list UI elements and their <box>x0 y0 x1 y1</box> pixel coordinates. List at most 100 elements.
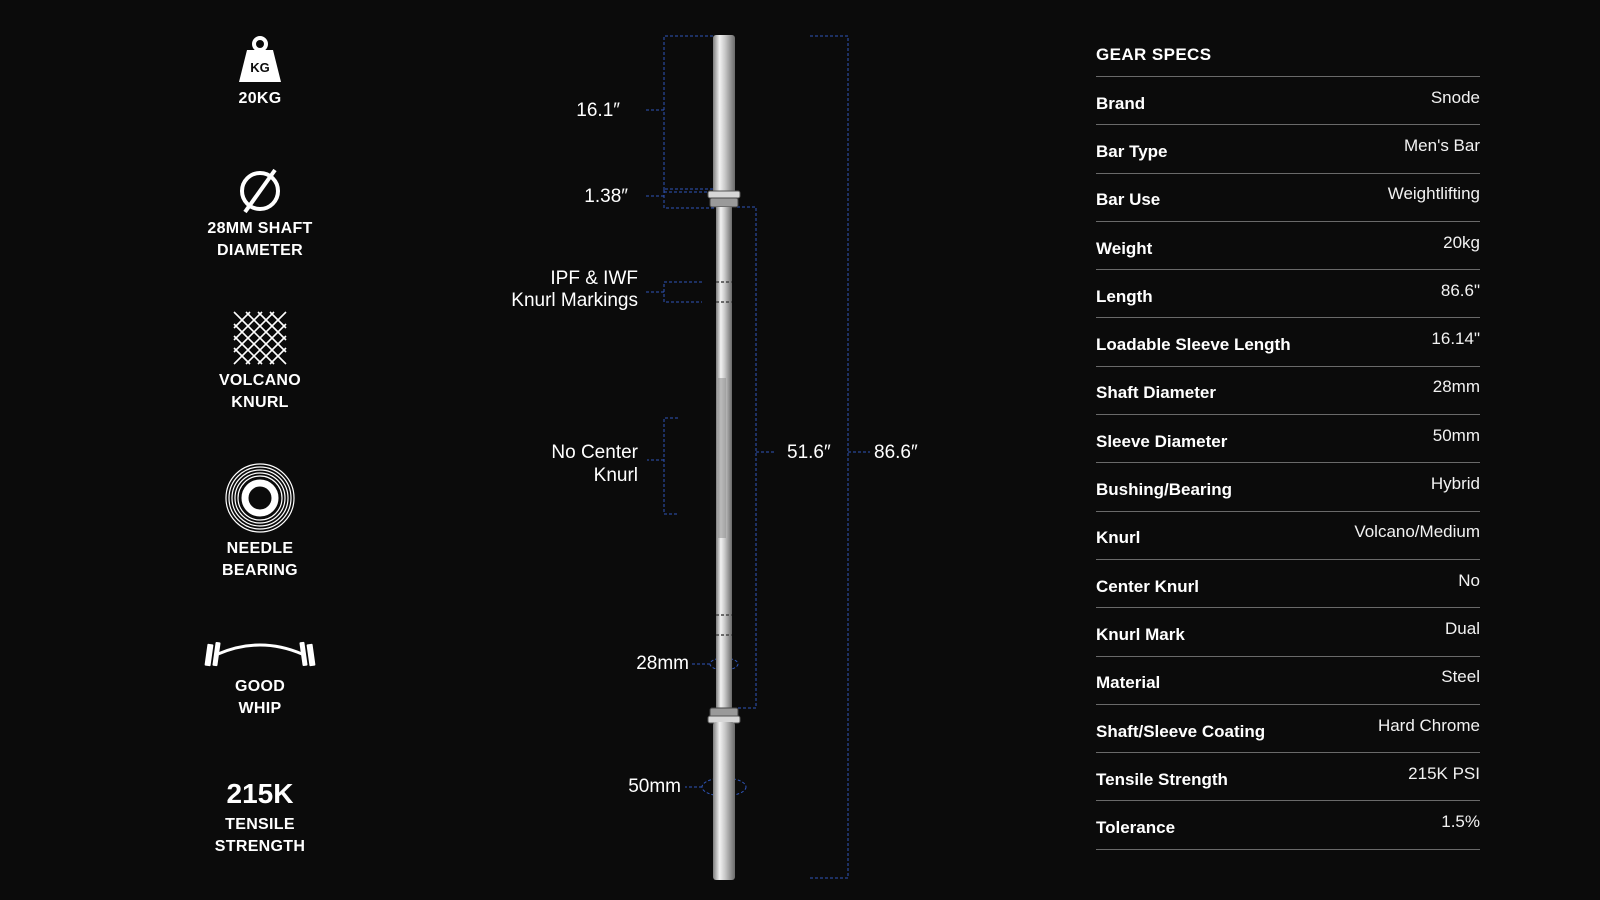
spec-key: Center Knurl <box>1096 576 1199 596</box>
center-smooth-section <box>718 378 726 538</box>
feature-bearing: NEEDLE BEARING <box>180 462 340 582</box>
spec-row: Bushing/Bearing Hybrid <box>1096 463 1480 512</box>
label-line: KNURL <box>231 394 289 411</box>
spec-key: Sleeve Diameter <box>1096 431 1228 451</box>
spec-value: Hybrid <box>1430 474 1480 494</box>
spec-value: 16.14" <box>1431 329 1480 349</box>
spec-row: Shaft/Sleeve Coating Hard Chrome <box>1096 705 1480 754</box>
barbell <box>707 35 741 880</box>
spec-row: Knurl Mark Dual <box>1096 608 1480 657</box>
feature-knurl: VOLCANO KNURL <box>180 310 340 414</box>
feature-whip-label: GOOD WHIP <box>180 676 340 720</box>
top-collar <box>707 190 741 199</box>
spec-value: Steel <box>1441 667 1480 687</box>
knurl-marking-bracket <box>663 281 702 303</box>
label-line: GOOD <box>234 678 286 695</box>
feature-knurl-label: VOLCANO KNURL <box>180 370 340 414</box>
spec-row: Material Steel <box>1096 657 1480 705</box>
feature-weight-label: 20KG <box>180 88 340 110</box>
spec-value: Volcano/Medium <box>1354 522 1480 542</box>
label-line: BEARING <box>222 562 298 579</box>
label-line: 28MM SHAFT <box>207 220 313 237</box>
feature-shaft-diameter: 28MM SHAFT DIAMETER <box>180 166 340 262</box>
spec-key: Material <box>1096 673 1161 693</box>
spec-row: Knurl Volcano/Medium <box>1096 512 1480 560</box>
spec-value: 86.6" <box>1440 280 1480 300</box>
collar-width-label: 1.38″ <box>584 186 628 207</box>
spec-row: Loadable Sleeve Length 16.14" <box>1096 318 1480 367</box>
knurl-pattern-icon <box>233 311 287 365</box>
spec-key: Shaft/Sleeve Coating <box>1096 721 1266 741</box>
shaft-length-label: 51.6″ <box>787 442 831 463</box>
spec-row: Length 86.6" <box>1096 270 1480 319</box>
knurl-marks <box>716 281 732 636</box>
feature-shaft-diameter-label: 28MM SHAFT DIAMETER <box>180 218 340 262</box>
spec-value: Men's Bar <box>1404 135 1480 155</box>
feature-tensile-label: TENSILE STRENGTH <box>180 814 340 858</box>
spec-key: Length <box>1096 286 1153 306</box>
tensile-big-value: 215K <box>226 778 294 809</box>
kg-icon-text: KG <box>250 60 270 75</box>
label-line: TENSILE <box>225 816 295 833</box>
spec-row: Tolerance 1.5% <box>1096 801 1480 850</box>
spec-value: 20kg <box>1443 232 1480 252</box>
center-knurl-bracket <box>663 417 678 515</box>
top-sleeve <box>713 35 735 193</box>
spec-key: Bar Use <box>1096 190 1161 210</box>
spec-value: Hard Chrome <box>1377 715 1480 735</box>
spec-key: Tolerance <box>1096 818 1176 838</box>
knurl-markings-label-line2: Knurl Markings <box>511 290 638 311</box>
spec-row: Bar Use Weightlifting <box>1096 174 1480 222</box>
barbell-whip-icon <box>204 641 316 667</box>
spec-key: Bar Type <box>1096 141 1168 161</box>
spec-row: Brand Snode <box>1096 77 1480 126</box>
spec-row: Center Knurl No <box>1096 560 1480 609</box>
shaft-length-bracket <box>732 206 757 709</box>
collar-bracket <box>663 188 718 209</box>
feature-bearing-label: NEEDLE BEARING <box>180 538 340 582</box>
spec-key: Shaft Diameter <box>1096 383 1216 403</box>
spec-row: Sleeve Diameter 50mm <box>1096 415 1480 464</box>
feature-whip: GOOD WHIP <box>180 636 340 720</box>
total-length-label: 86.6″ <box>874 442 918 463</box>
spec-key: Weight <box>1096 238 1153 258</box>
spec-value: Snode <box>1430 87 1480 107</box>
label-line: 20KG <box>238 90 282 107</box>
label-line: WHIP <box>238 700 282 717</box>
spec-value: No <box>1458 570 1480 590</box>
bottom-collar <box>707 715 741 724</box>
shaft-diameter-label: 28mm <box>636 653 689 674</box>
spec-value: 1.5% <box>1441 812 1480 832</box>
dimension-lines <box>645 35 870 879</box>
spec-key: Knurl <box>1096 528 1141 548</box>
label-line: STRENGTH <box>214 838 306 855</box>
center-knurl-label-line2: Knurl <box>594 465 638 486</box>
label-line: DIAMETER <box>217 242 303 259</box>
spec-key: Knurl Mark <box>1096 624 1185 644</box>
kg-weight-icon: KG <box>239 36 281 82</box>
diameter-icon <box>240 168 280 214</box>
spec-value: 50mm <box>1432 425 1480 445</box>
label-line: NEEDLE <box>226 540 294 557</box>
gear-specs-title: GEAR SPECS <box>1096 40 1480 77</box>
bottom-sleeve <box>713 722 735 880</box>
spec-value: 28mm <box>1432 377 1480 397</box>
label-line: VOLCANO <box>218 372 302 389</box>
sleeve-length-label: 16.1″ <box>576 100 620 121</box>
spec-key: Loadable Sleeve Length <box>1096 335 1291 355</box>
feature-weight: KG 20KG <box>180 36 340 110</box>
spec-key: Brand <box>1096 93 1146 113</box>
spec-value: Weightlifting <box>1387 184 1480 204</box>
spec-row: Weight 20kg <box>1096 222 1480 271</box>
spec-value: Dual <box>1445 618 1480 638</box>
sleeve-diameter-label: 50mm <box>628 776 681 797</box>
feature-tensile: 215K TENSILE STRENGTH <box>180 778 340 858</box>
spec-key: Bushing/Bearing <box>1096 480 1233 500</box>
knurl-markings-label-line1: IPF & IWF <box>550 268 638 289</box>
sleeve-length-bracket <box>663 35 718 193</box>
bearing-icon <box>225 463 295 533</box>
